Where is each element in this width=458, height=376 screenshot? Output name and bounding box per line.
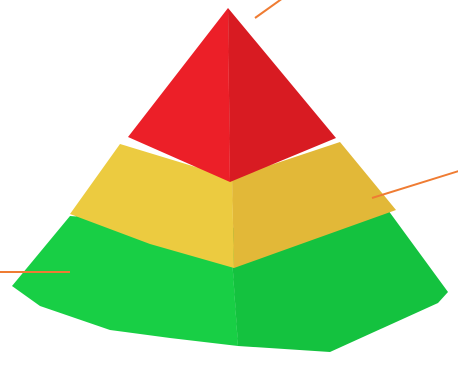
callout-line-middle (372, 170, 458, 198)
callout-line-top (255, 0, 283, 18)
